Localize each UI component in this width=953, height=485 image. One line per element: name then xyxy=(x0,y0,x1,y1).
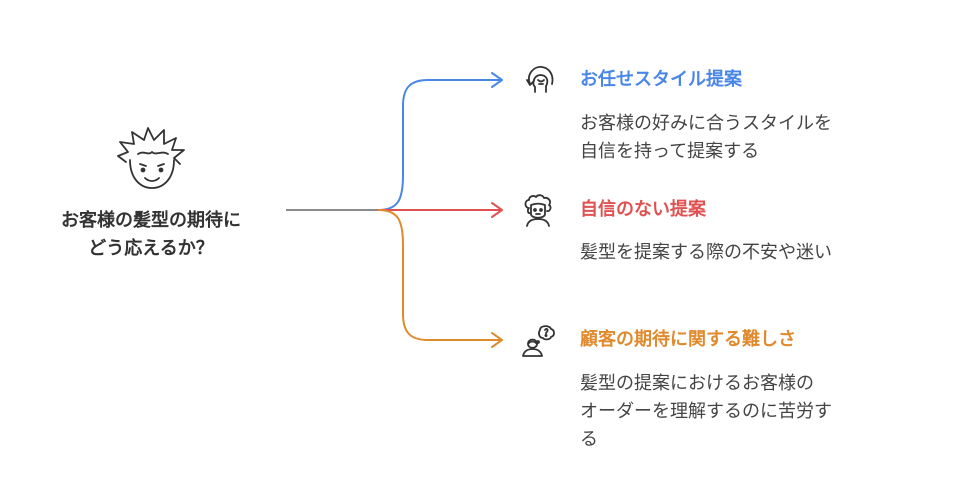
arrowhead-2 xyxy=(491,202,503,218)
branch-connector-3 xyxy=(377,209,500,341)
branch-desc-1-line-2: 自信を持って提案する xyxy=(580,141,760,162)
arrowhead-1 xyxy=(491,72,503,88)
branch-desc-1-line-1: お客様の好みに合うスタイルを xyxy=(580,113,832,134)
branch-title-3: 顧客の期待に関する難しさ xyxy=(580,329,796,350)
branch-title-2: 自信のない提案 xyxy=(580,199,706,220)
branch-desc-3-line-1: 髪型の提案におけるお客様の xyxy=(580,373,814,394)
root-label-line-1: お客様の髪型の期待に xyxy=(61,210,241,231)
branch-desc-3: 髪型の提案におけるお客様の オーダーを理解するのに苦労す る xyxy=(580,370,930,454)
thinking-person-icon xyxy=(522,325,555,357)
branch-connector-1 xyxy=(377,79,500,211)
branch-desc-2-line-1: 髪型を提案する際の不安や迷い xyxy=(580,242,832,263)
spiky-hair-face-icon xyxy=(117,127,185,189)
root-label: お客様の髪型の期待に どう応えるか？ xyxy=(20,207,282,263)
head-cycle-icon xyxy=(526,66,554,93)
branch-title-1: お任せスタイル提案 xyxy=(580,69,742,90)
arrowhead-3 xyxy=(491,332,503,348)
branch-desc-3-line-2: オーダーを理解するのに苦労す xyxy=(580,401,832,422)
root-label-line-2: どう応えるか？ xyxy=(88,238,214,259)
branch-desc-3-line-3: る xyxy=(580,429,598,450)
branch-desc-2: 髪型を提案する際の不安や迷い xyxy=(580,239,930,267)
branch-desc-1: お客様の好みに合うスタイルを 自信を持って提案する xyxy=(580,110,930,166)
curly-hair-person-icon xyxy=(524,194,552,227)
